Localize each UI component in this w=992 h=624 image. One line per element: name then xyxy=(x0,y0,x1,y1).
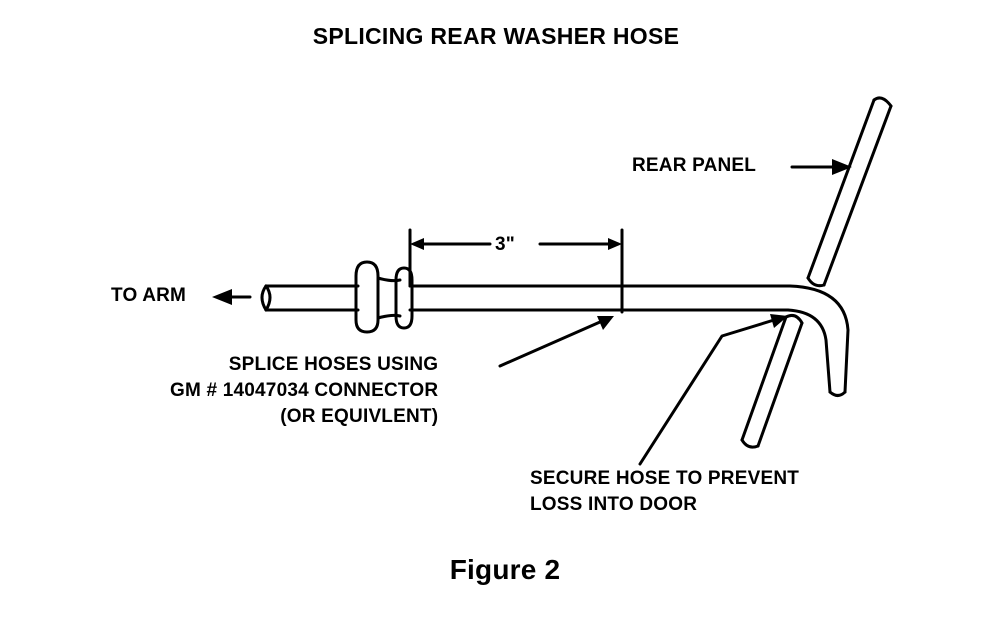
label-secure: SECURE HOSE TO PREVENT LOSS INTO DOOR xyxy=(530,466,799,518)
rear-panel-lower xyxy=(740,314,804,449)
label-to-arm: TO ARM xyxy=(111,285,187,306)
label-secure-line-1: SECURE HOSE TO PREVENT xyxy=(530,468,800,489)
to-arm-arrowhead xyxy=(212,289,232,305)
label-secure-line-2: LOSS INTO DOOR xyxy=(530,494,698,515)
secure-arrowhead xyxy=(770,314,788,328)
diagram-title: SPLICING REAR WASHER HOSE xyxy=(312,23,680,49)
washer-hose xyxy=(260,282,850,397)
dimension-left-arrowhead xyxy=(410,238,424,250)
label-rear-panel: REAR PANEL xyxy=(632,155,757,176)
splice-connector xyxy=(354,260,414,334)
splice-leader xyxy=(498,320,602,368)
rear-panel-arrowhead xyxy=(832,159,852,175)
secure-leader xyxy=(638,318,776,466)
label-splice: SPLICE HOSES USING GM # 14047034 CONNECT… xyxy=(170,352,438,430)
dimension-3in xyxy=(408,228,624,288)
label-splice-line-3: (OR EQUIVLENT) xyxy=(280,406,439,427)
dimension-right-arrowhead xyxy=(608,238,622,250)
label-splice-line-1: SPLICE HOSES USING xyxy=(228,354,439,375)
label-dimension: 3" xyxy=(495,234,515,255)
rear-panel-upper xyxy=(806,96,893,288)
splice-arrowhead xyxy=(597,316,614,330)
label-splice-line-2: GM # 14047034 CONNECTOR xyxy=(170,380,439,401)
figure-caption: Figure 2 xyxy=(449,554,561,585)
